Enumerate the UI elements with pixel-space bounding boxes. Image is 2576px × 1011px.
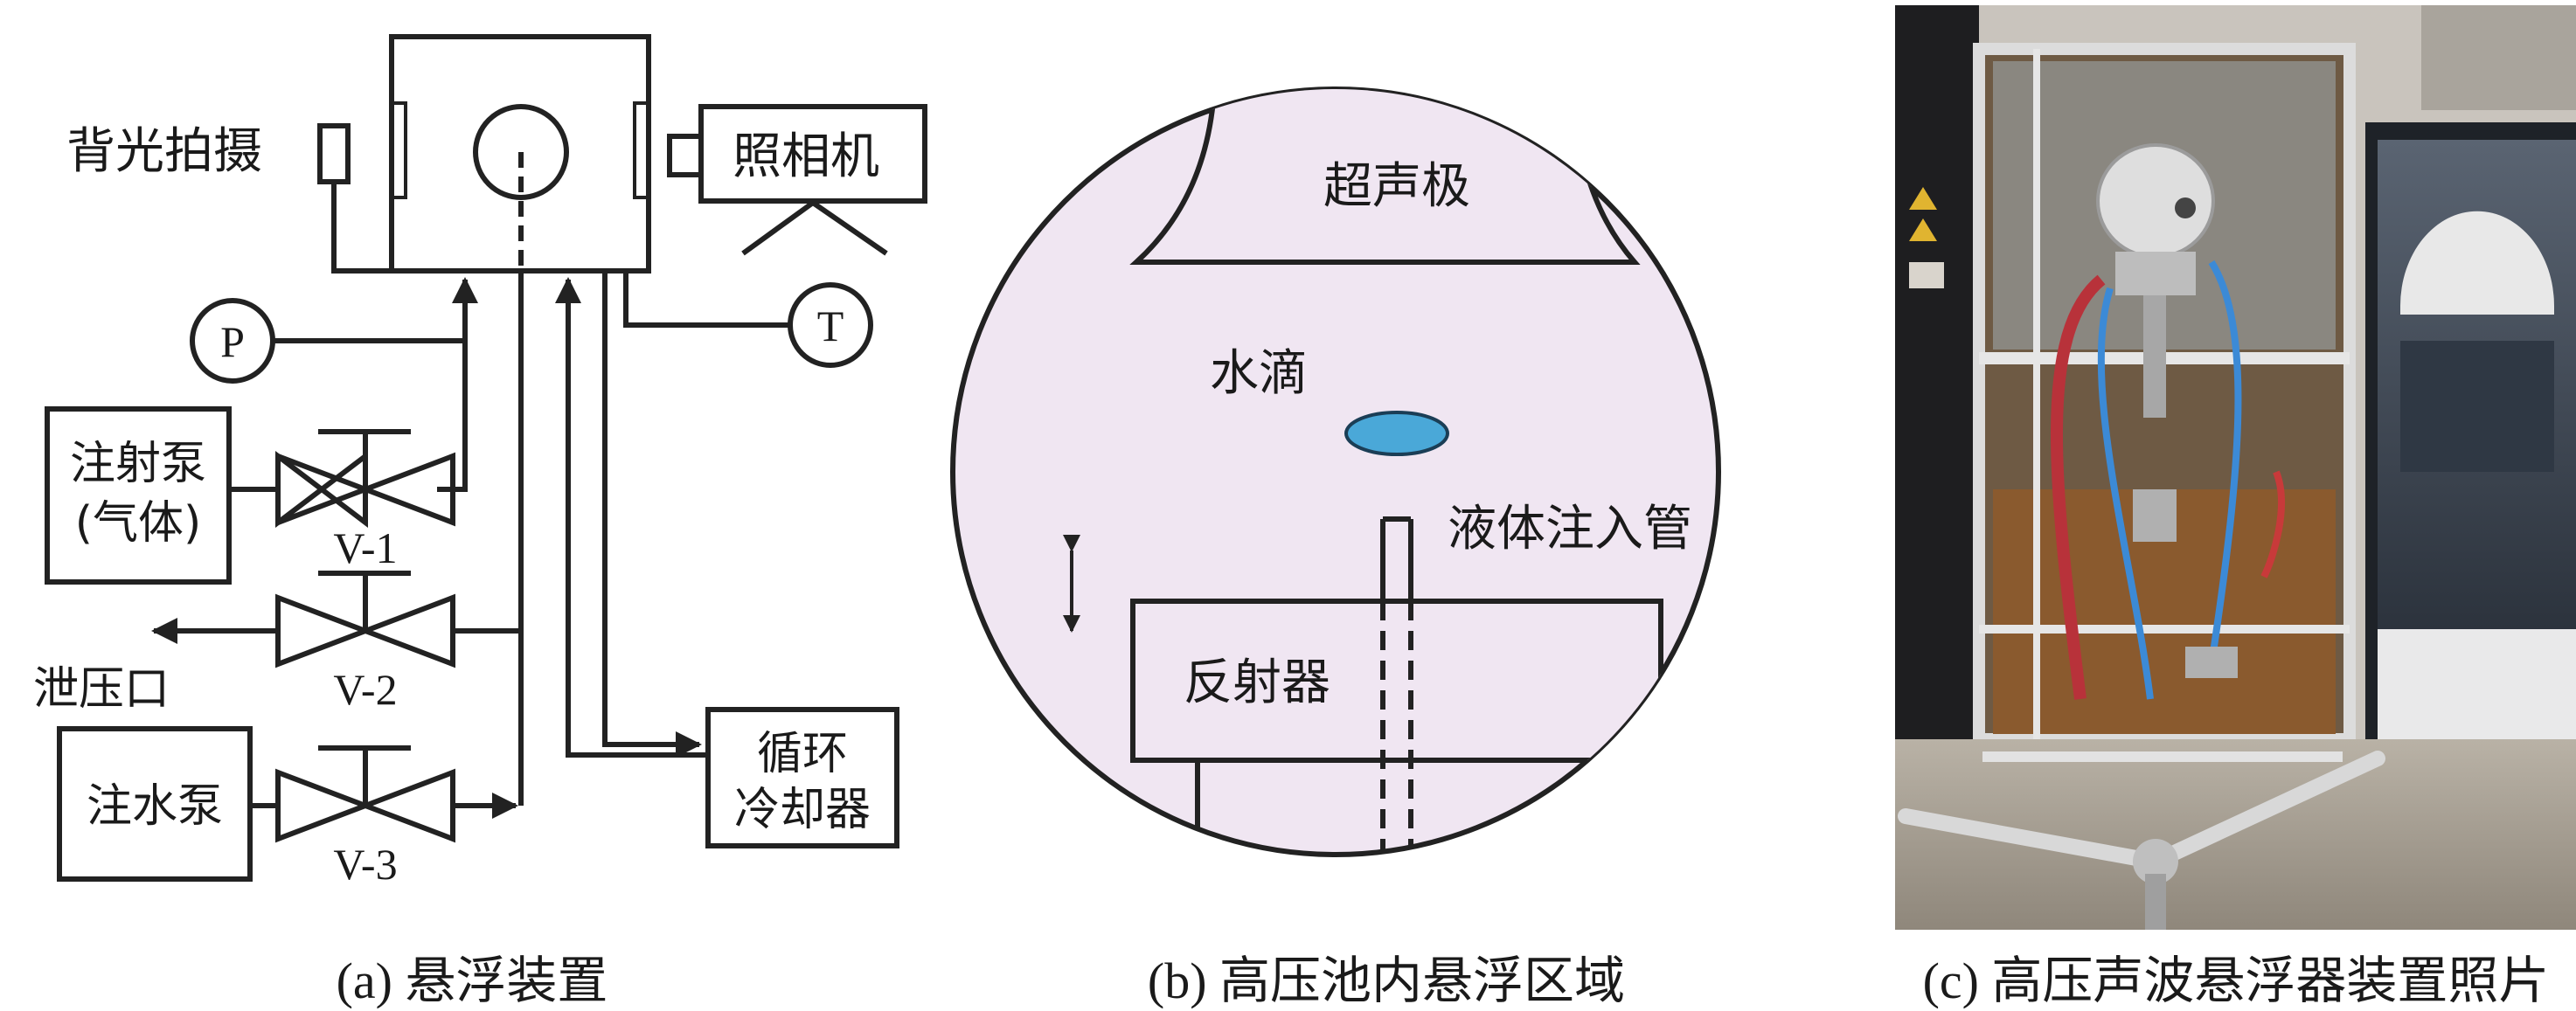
monitor-chamber-view: [2400, 211, 2554, 315]
temperature-gauge-label: T: [817, 301, 844, 350]
levitator-base: [2115, 252, 2196, 295]
chamber-view-circle: [473, 104, 569, 200]
valve-1-label: V-1: [333, 523, 397, 572]
injection-pump-label-2: (气体): [75, 497, 202, 550]
backlight-lamp: [317, 123, 351, 184]
chiller-box: [705, 707, 899, 848]
backlight-wire: [331, 182, 392, 274]
chamber-window-right: [633, 101, 650, 199]
camera-label: 照相机: [733, 128, 879, 185]
label-sticker: [1909, 262, 1944, 288]
panel-a-schematic: 背光拍摄 照相机 P T 循环 冷却器 注射泵 (气体): [33, 34, 927, 1009]
levitator-stem: [2143, 295, 2166, 418]
reflector-label: 反射器: [1184, 654, 1330, 711]
injection-pump-box: [45, 406, 232, 585]
levitator-head: [2096, 143, 2215, 259]
panel-c-caption: (c) 高压声波悬浮器装置照片: [1923, 952, 2550, 1009]
handle-hub: [2133, 839, 2178, 884]
blue-tube-2: [2097, 287, 2154, 700]
reflector-block: [1130, 599, 1663, 763]
panel-a-caption: (a) 悬浮装置: [337, 952, 608, 1009]
chiller-supply-line: [602, 271, 702, 758]
fitting-1: [2133, 489, 2177, 542]
monitor-panel-readout: [2400, 341, 2554, 472]
panel-c-photo: (c) 高压声波悬浮器装置照片: [1895, 5, 2576, 1009]
chamber-window-left: [390, 101, 407, 199]
blue-tube-1: [2208, 260, 2242, 665]
camera-tripod-right: [811, 200, 888, 256]
droplet-label: 水滴: [1210, 345, 1308, 402]
temperature-gauge: [788, 282, 873, 368]
backlight-label: 背光拍摄: [66, 123, 262, 180]
relief-port-label: 泄压口: [33, 663, 170, 716]
injection-tube-label: 液体注入管: [1448, 501, 1692, 557]
chiller-label-1: 循环: [757, 728, 848, 780]
top-posters: [2421, 5, 2576, 110]
camera-lens: [667, 134, 704, 177]
water-pump-label: 注水泵: [87, 780, 223, 833]
handle-bar-right: [2148, 751, 2385, 869]
water-droplet: [1344, 411, 1449, 456]
valve-1: [275, 450, 368, 529]
levitator-port: [2175, 197, 2196, 218]
camera-body: [698, 104, 927, 204]
chiller-return-line: [555, 277, 708, 758]
injection-pump-label-1: 注射泵: [70, 438, 206, 490]
panel-b-levitation-region: 超声极 水滴 液体注入管 反射器 (b) 高压池内悬浮区域: [950, 87, 1721, 1009]
valve-3: [275, 768, 455, 843]
panel-b-caption: (b) 高压池内悬浮区域: [1148, 952, 1625, 1009]
valve-3-label: V-3: [333, 840, 397, 889]
warning-sign: [1909, 187, 1937, 210]
valve-2: [275, 593, 455, 668]
handle-shaft: [2145, 874, 2166, 930]
red-tube-2: [2260, 470, 2285, 578]
handle-bar-left: [1898, 808, 2163, 869]
valve-2-label: V-2: [333, 665, 397, 714]
transducer-label: 超声极: [1323, 158, 1470, 215]
chiller-label-2: 冷却器: [734, 784, 871, 836]
fitting-2: [2185, 647, 2238, 678]
temperature-line: [623, 271, 790, 328]
valve-1-body: [275, 452, 455, 527]
warning-sign-2: [1909, 218, 1937, 241]
red-tube: [2051, 274, 2106, 700]
camera-tripod-left: [741, 200, 815, 256]
pressure-gauge-label: P: [220, 317, 245, 366]
